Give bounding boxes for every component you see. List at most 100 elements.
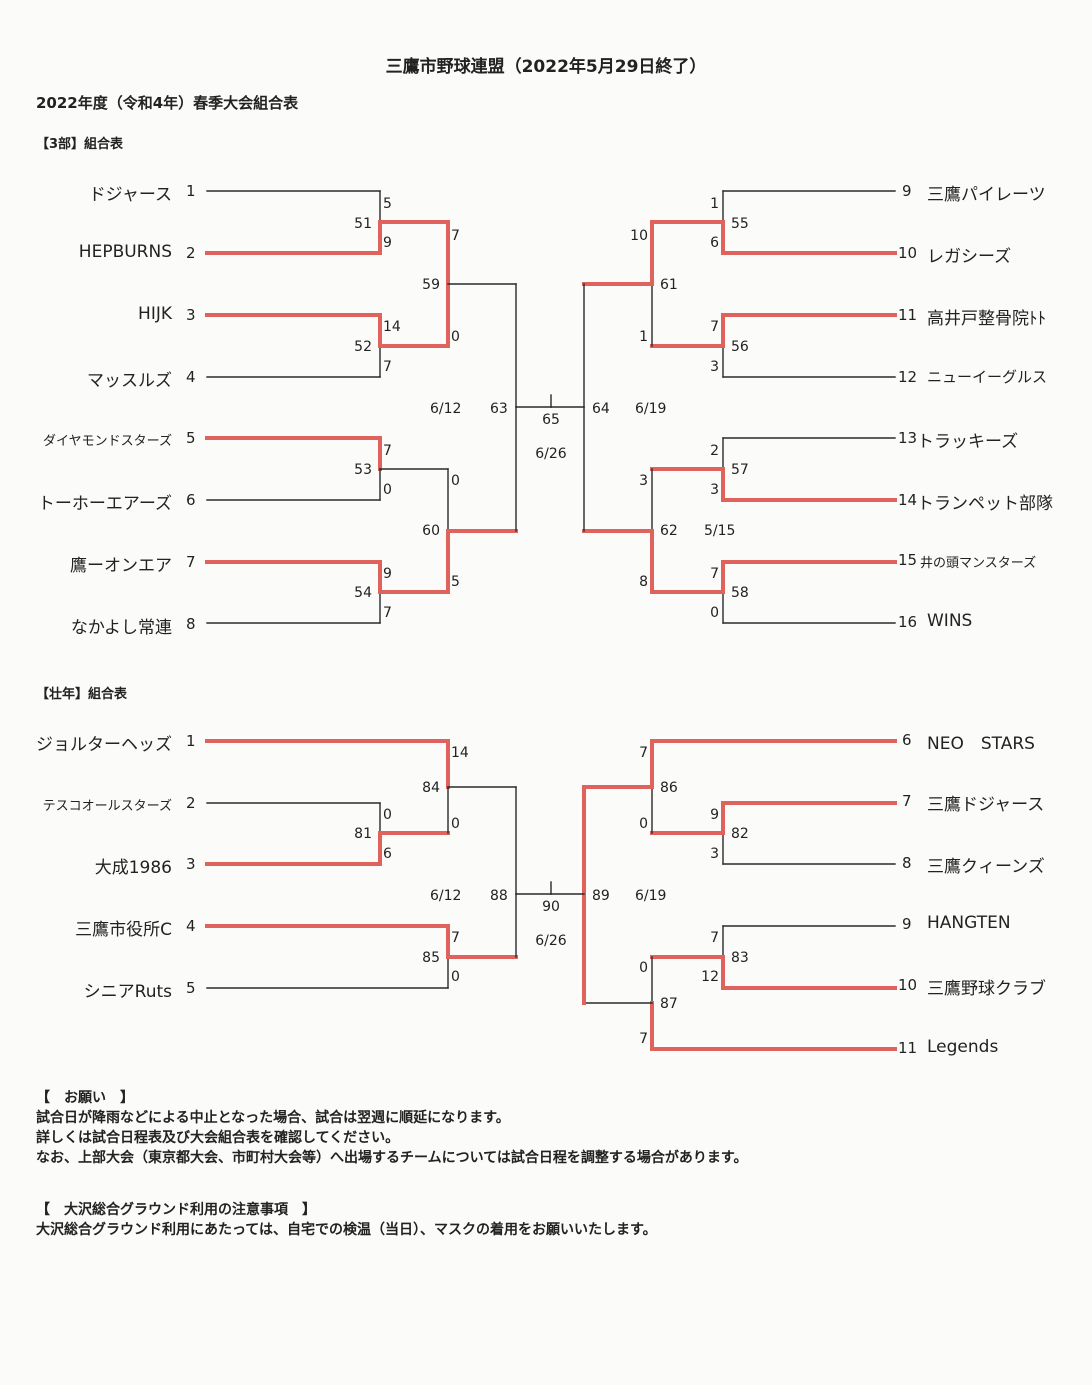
team-name: WINS xyxy=(927,611,973,631)
bracket-label: 51 xyxy=(354,216,372,232)
bracket-label: 6/19 xyxy=(635,888,666,904)
bracket-label: 6/12 xyxy=(430,401,461,417)
team-name: NEO STARS xyxy=(927,734,1035,754)
notes-request: 【 お願い 】 試合日が降雨などによる中止となった場合、試合は翌週に順延になりま… xyxy=(36,1088,747,1168)
bracket-label: 53 xyxy=(354,462,372,478)
bracket-label: 85 xyxy=(422,950,440,966)
bracket-label: 14 xyxy=(451,745,469,761)
team-name: シニアRuts xyxy=(83,982,172,1002)
team-seed: 7 xyxy=(902,792,912,810)
bracket-label: 3 xyxy=(639,473,648,489)
bracket-label: 3 xyxy=(710,359,719,375)
ground-line: 大沢総合グラウンド利用にあたっては、自宅での検温（当日）、マスクの着用をお願いい… xyxy=(36,1222,657,1238)
bracket-label: 7 xyxy=(639,745,648,761)
bracket-label: 83 xyxy=(731,950,749,966)
bracket-label: 7 xyxy=(383,443,392,459)
team-seed: 1 xyxy=(186,732,196,750)
bracket-label: 63 xyxy=(490,401,508,417)
team-seed: 10 xyxy=(898,976,918,994)
team-seed: 8 xyxy=(186,615,196,633)
team-seed: 9 xyxy=(902,915,912,933)
team-name: ニューイーグルス xyxy=(927,368,1048,386)
bracket-label: 55 xyxy=(731,216,749,232)
bracket-label: 0 xyxy=(383,482,392,498)
team-name: ドジャース xyxy=(88,185,172,205)
bracket-label: 0 xyxy=(639,960,648,976)
bracket-label: 14 xyxy=(383,319,401,335)
team-name: トーホーエアーズ xyxy=(37,494,172,514)
senior-header: 【壮年】組合表 xyxy=(36,687,128,702)
bracket-label: 82 xyxy=(731,826,749,842)
request-line: 詳しくは試合日程表及び大会組合表を確認してください。 xyxy=(36,1130,400,1146)
bracket-label: 89 xyxy=(592,888,610,904)
request-header: 【 お願い 】 xyxy=(36,1090,134,1106)
bracket-label: 5/15 xyxy=(704,523,735,539)
bracket-label: 5 xyxy=(383,196,392,212)
bracket-label: 90 xyxy=(542,899,560,915)
bracket-label: 7 xyxy=(451,930,460,946)
bracket-label: 12 xyxy=(701,969,719,985)
team-seed: 10 xyxy=(898,244,918,262)
bracket-label: 9 xyxy=(383,235,392,251)
bracket-label: 9 xyxy=(710,807,719,823)
bracket-label: 0 xyxy=(710,605,719,621)
bracket-label: 7 xyxy=(710,319,719,335)
bracket-label: 57 xyxy=(731,462,749,478)
bracket-label: 7 xyxy=(710,566,719,582)
team-seed: 3 xyxy=(186,855,196,873)
bracket-label: 6/26 xyxy=(535,933,567,949)
team-seed: 6 xyxy=(902,731,912,749)
bracket-label: 65 xyxy=(542,412,560,428)
bracket-label: 0 xyxy=(639,816,648,832)
team-name: 高井戸整骨院ﾄﾄ xyxy=(927,309,1046,329)
team-seed: 1 xyxy=(186,182,196,200)
team-name: マッスルズ xyxy=(87,371,172,391)
team-name: 井の頭マンスターズ xyxy=(920,556,1037,571)
bracket-label: 6/19 xyxy=(635,401,666,417)
team-name: HANGTEN xyxy=(927,913,1011,933)
bracket-label: 6/12 xyxy=(430,888,461,904)
team-seed: 13 xyxy=(898,429,918,447)
team-seed: 7 xyxy=(186,553,196,571)
bracket-label: 0 xyxy=(451,329,460,345)
request-line: なお、上部大会（東京都大会、市町村大会等）へ出場するチームについては試合日程を調… xyxy=(36,1150,748,1166)
team-name: 三鷹野球クラブ xyxy=(927,979,1046,999)
bracket-label: 1 xyxy=(710,196,719,212)
notes-ground: 【 大沢総合グラウンド利用の注意事項 】 大沢総合グラウンド利用にあたっては、自… xyxy=(36,1200,657,1240)
bracket-label: 6/26 xyxy=(535,446,567,462)
bracket-label: 7 xyxy=(710,930,719,946)
bracket-label: 0 xyxy=(451,969,460,985)
team-name: 三鷹クィーンズ xyxy=(927,857,1045,877)
team-name: HEPBURNS xyxy=(78,242,172,262)
bracket-label: 56 xyxy=(731,339,749,355)
bracket-label: 8 xyxy=(639,574,648,590)
team-seed: 11 xyxy=(898,306,918,324)
team-name: Legends xyxy=(927,1037,999,1057)
team-name: 三鷹市役所C xyxy=(75,920,172,940)
ground-header: 【 大沢総合グラウンド利用の注意事項 】 xyxy=(36,1202,316,1218)
team-seed: 9 xyxy=(902,182,912,200)
bracket-label: 86 xyxy=(660,780,678,796)
team-seed: 2 xyxy=(186,794,196,812)
team-name: 鷹ーオンエア xyxy=(70,556,172,576)
team-name: トランペット部隊 xyxy=(917,494,1053,514)
team-name: 三鷹ドジャース xyxy=(927,795,1045,815)
team-name: HIJK xyxy=(138,304,172,324)
team-seed: 8 xyxy=(902,854,912,872)
bracket-label: 0 xyxy=(383,807,392,823)
bracket-label: 62 xyxy=(660,523,678,539)
team-seed: 16 xyxy=(898,613,918,631)
bracket-label: 7 xyxy=(383,605,392,621)
team-name: 大成1986 xyxy=(94,858,172,878)
bracket-label: 3 xyxy=(710,482,719,498)
team-name: テスコオールスターズ xyxy=(42,799,172,814)
team-name: 三鷹パイレーツ xyxy=(927,185,1046,205)
team-seed: 5 xyxy=(186,979,196,997)
bracket-label: 0 xyxy=(451,816,460,832)
team-name: ジョルターヘッズ xyxy=(36,735,172,755)
div3-header: 【3部】組合表 xyxy=(36,137,124,152)
team-seed: 12 xyxy=(898,368,918,386)
bracket-label: 84 xyxy=(422,780,440,796)
team-name: レガシーズ xyxy=(927,247,1012,267)
